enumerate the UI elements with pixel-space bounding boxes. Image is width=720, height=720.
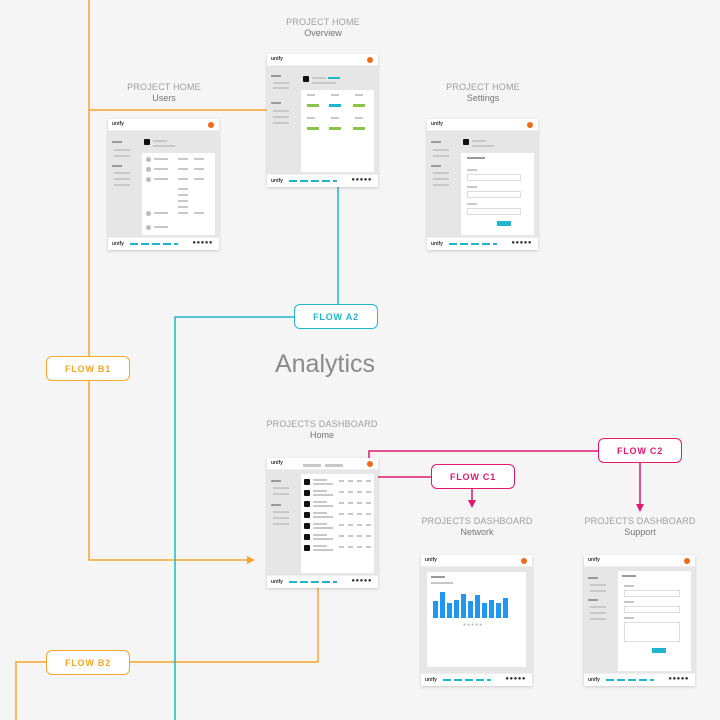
logo: unify <box>588 557 600 563</box>
flow-b1-trunk <box>88 110 255 564</box>
rating-stars: ●●●●● <box>192 240 213 246</box>
caption-support: PROJECTS DASHBOARD Support <box>560 516 720 538</box>
logo: unify <box>112 121 124 127</box>
logo: unify <box>271 460 283 466</box>
caption-name: Home <box>309 430 334 440</box>
network-bar <box>433 601 438 618</box>
table-row[interactable] <box>301 544 374 554</box>
caption-group: PROJECT HOME <box>446 82 520 92</box>
table-row[interactable] <box>301 522 374 532</box>
network-bar <box>468 601 473 618</box>
network-bar <box>461 594 466 618</box>
rating-stars: ●●●●● <box>505 676 526 682</box>
flow-c2-label[interactable]: FLOW C2 <box>598 438 682 463</box>
screen-overview[interactable]: unify <box>267 54 378 187</box>
avatar <box>527 122 533 128</box>
caption-name: Settings <box>466 93 500 103</box>
network-bar <box>447 603 452 618</box>
caption-settings: PROJECT HOME Settings <box>403 82 563 104</box>
table-row[interactable] <box>301 511 374 521</box>
caption-name: Network <box>460 527 494 537</box>
footer-logo: unify <box>431 241 443 247</box>
network-bar <box>503 598 508 618</box>
caption-group: PROJECT HOME <box>286 17 360 27</box>
caption-group: PROJECT HOME <box>127 82 201 92</box>
logo: unify <box>425 557 437 563</box>
table-row[interactable] <box>301 500 374 510</box>
caption-network: PROJECTS DASHBOARD Network <box>397 516 557 538</box>
table-row[interactable] <box>301 489 374 499</box>
flow-b1-label[interactable]: FLOW B1 <box>46 356 130 381</box>
logo: unify <box>431 121 443 127</box>
footer-logo: unify <box>271 178 283 184</box>
flow-c1-label[interactable]: FLOW C1 <box>431 464 515 489</box>
caption-group: PROJECTS DASHBOARD <box>266 419 378 429</box>
screen-home[interactable]: unify unify ●●●●● <box>267 458 378 588</box>
caption-overview: PROJECT HOME Overview <box>243 17 403 39</box>
avatar <box>367 57 373 63</box>
table-row[interactable] <box>301 478 374 488</box>
footer-links <box>606 679 654 681</box>
section-title: Analytics <box>274 350 376 378</box>
caption-name: Users <box>152 93 176 103</box>
caption-group: PROJECTS DASHBOARD <box>584 516 696 526</box>
network-bar <box>454 600 459 618</box>
rating-stars: ●●●●● <box>351 578 372 584</box>
screen-users[interactable]: unify <box>108 119 219 250</box>
table-row[interactable] <box>301 533 374 543</box>
flow-a2-line <box>174 106 339 720</box>
footer-logo: unify <box>588 677 600 683</box>
avatar <box>208 122 214 128</box>
footer-links <box>443 679 491 681</box>
chart-pagination-dots: ●●●●● <box>463 622 484 628</box>
caption-name: Overview <box>304 28 342 38</box>
network-bar <box>482 603 487 618</box>
caption-users: PROJECT HOME Users <box>84 82 244 104</box>
avatar <box>684 558 690 564</box>
footer-logo: unify <box>271 579 283 585</box>
avatar <box>367 461 373 467</box>
screen-settings[interactable]: unify unify ●●●●● <box>427 119 538 250</box>
footer-links <box>449 243 497 245</box>
avatar <box>521 558 527 564</box>
network-bar <box>489 600 494 618</box>
footer-logo: unify <box>425 677 437 683</box>
caption-home: PROJECTS DASHBOARD Home <box>242 419 402 441</box>
network-bar <box>496 603 501 618</box>
footer-logo: unify <box>112 241 124 247</box>
flow-b2-line <box>15 578 319 720</box>
flow-b2-label[interactable]: FLOW B2 <box>46 650 130 675</box>
rating-stars: ●●●●● <box>511 240 532 246</box>
rating-stars: ●●●●● <box>668 676 689 682</box>
flow-a2-label[interactable]: FLOW A2 <box>294 304 378 329</box>
footer-links <box>289 581 337 583</box>
logo: unify <box>271 56 283 62</box>
rating-stars: ●●●●● <box>351 177 372 183</box>
network-bar-chart <box>433 588 520 618</box>
screen-support[interactable]: unify unify ●●●●● <box>584 555 695 686</box>
screen-network[interactable]: unify ●●●●● unify ●●●●● <box>421 555 532 686</box>
network-bar <box>440 592 445 618</box>
network-bar <box>475 595 480 618</box>
footer-links <box>289 180 337 182</box>
footer-links <box>130 243 178 245</box>
caption-group: PROJECTS DASHBOARD <box>421 516 533 526</box>
caption-name: Support <box>624 527 656 537</box>
